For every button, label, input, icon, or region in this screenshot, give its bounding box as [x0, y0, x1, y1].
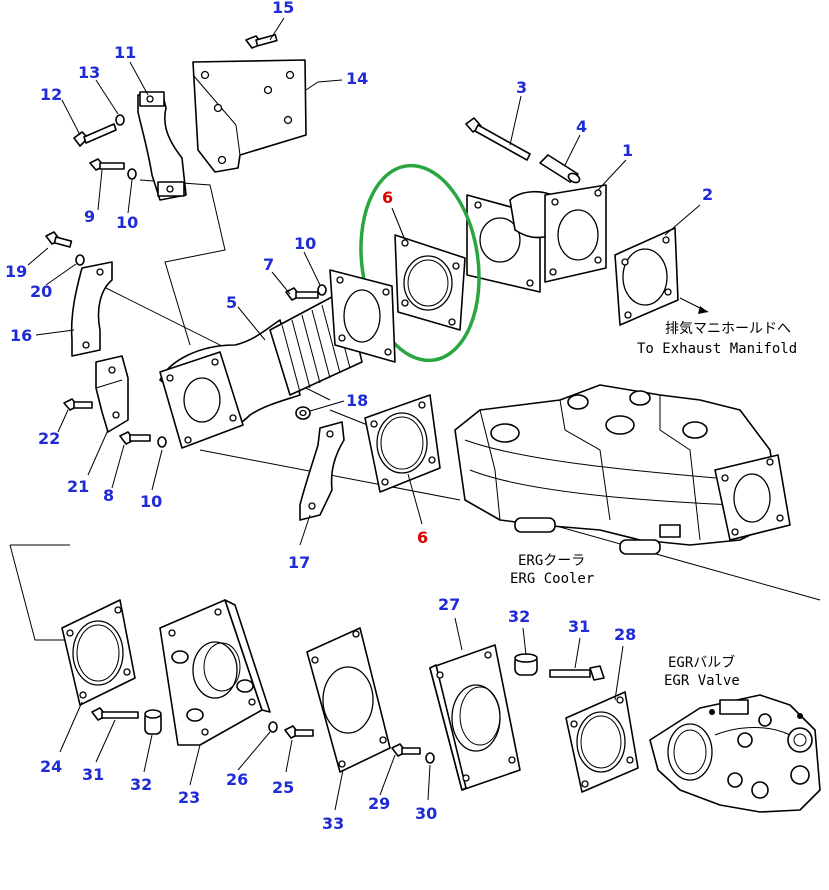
callout-25: 25 [272, 778, 294, 797]
part-7-bolt[interactable] [285, 287, 319, 301]
callout-6-upper: 6 [382, 188, 393, 207]
callout-3: 3 [516, 78, 527, 97]
callout-6-lower: 6 [417, 528, 428, 547]
callout-19: 19 [5, 262, 27, 281]
callout-23: 23 [178, 788, 200, 807]
callout-11: 11 [114, 43, 136, 62]
callout-10c: 10 [140, 492, 162, 511]
part-6-gasket-lower[interactable] [364, 394, 441, 493]
part-33-gasket[interactable] [306, 627, 391, 773]
part-23-adapter-block[interactable] [159, 599, 271, 746]
callout-2: 2 [702, 185, 713, 204]
part-2-gasket[interactable] [614, 227, 679, 326]
callout-10a: 10 [116, 213, 138, 232]
egr-cooler-caption-jp: ERGクーラ [518, 553, 585, 569]
part-5-bellows-pipe[interactable] [159, 269, 396, 449]
egr-valve [649, 694, 821, 813]
callout-32-right: 32 [508, 607, 530, 626]
part-16-clamp-lower[interactable] [70, 261, 113, 357]
egr-valve-caption-jp: EGRバルブ [668, 654, 735, 671]
part-10-washer-b[interactable] [317, 284, 327, 296]
part-18-washer[interactable] [295, 406, 311, 420]
part-31-bolt-right[interactable] [549, 665, 605, 681]
part-32-sleeve-left[interactable] [144, 709, 162, 735]
part-31-bolt-left[interactable] [91, 707, 139, 721]
callout-1: 1 [622, 141, 633, 160]
part-29-bolt[interactable] [391, 743, 421, 757]
part-14-bracket-plate[interactable] [192, 59, 307, 173]
part-32-sleeve-right[interactable] [514, 653, 538, 676]
exhaust-manifold-caption-en: To Exhaust Manifold [637, 341, 797, 357]
callout-24: 24 [40, 757, 62, 776]
callout-labels: 15 11 14 13 12 3 4 1 9 10 2 6 10 7 19 20… [5, 0, 713, 833]
part-9-bolt[interactable] [89, 158, 125, 171]
callout-27: 27 [438, 595, 460, 614]
callout-14: 14 [346, 69, 368, 88]
callout-22: 22 [38, 429, 60, 448]
callout-9: 9 [84, 207, 95, 226]
part-3-bolt[interactable] [465, 117, 531, 161]
part-20-washer[interactable] [75, 254, 85, 266]
callout-31-right: 31 [568, 617, 590, 636]
callout-4: 4 [576, 117, 587, 136]
part-12-bolt[interactable] [73, 123, 117, 147]
callout-10b: 10 [294, 234, 316, 253]
part-6-gasket-upper[interactable] [394, 234, 466, 331]
part-25-bolt[interactable] [284, 725, 314, 739]
callout-12: 12 [40, 85, 62, 104]
part-27-adapter-plate[interactable] [429, 644, 521, 791]
part-21-bracket[interactable] [95, 355, 129, 433]
callout-7: 7 [263, 255, 274, 274]
part-24-gasket[interactable] [61, 599, 136, 706]
leader-lines [27, 17, 709, 811]
part-8-bolt[interactable] [119, 431, 151, 445]
callout-32-left: 32 [130, 775, 152, 794]
part-13-washer[interactable] [115, 114, 125, 126]
callout-16: 16 [10, 326, 32, 345]
callout-30: 30 [415, 804, 437, 823]
captions: 排気マニホールドへ To Exhaust Manifold ERGクーラ ERG… [510, 321, 797, 689]
highlight-ring [359, 163, 481, 363]
callout-15: 15 [272, 0, 294, 17]
part-10-washer-c[interactable] [157, 436, 167, 448]
callout-17: 17 [288, 553, 310, 572]
part-4-sleeve[interactable] [539, 154, 581, 184]
egr-cooler [454, 384, 791, 555]
callout-18: 18 [346, 391, 368, 410]
callout-20: 20 [30, 282, 52, 301]
part-17-clamp[interactable] [299, 421, 345, 521]
part-30-washer[interactable] [425, 752, 435, 764]
callout-29: 29 [368, 794, 390, 813]
callout-26: 26 [226, 770, 248, 789]
egr-valve-caption-en: EGR Valve [664, 673, 740, 689]
callout-21: 21 [67, 477, 89, 496]
part-22-bolt[interactable] [63, 398, 93, 411]
part-19-bolt[interactable] [45, 231, 73, 248]
callout-31-left: 31 [82, 765, 104, 784]
part-28-gasket[interactable] [565, 691, 639, 793]
callout-28: 28 [614, 625, 636, 644]
part-26-washer[interactable] [268, 721, 278, 733]
exhaust-manifold-caption-jp: 排気マニホールドへ [665, 321, 791, 337]
callout-13: 13 [78, 63, 100, 82]
part-10-washer-a[interactable] [127, 168, 137, 180]
callout-5: 5 [226, 293, 237, 312]
egr-cooler-caption-en: ERG Cooler [510, 571, 594, 587]
part-1-elbow-flange[interactable] [466, 184, 607, 293]
part-11-clamp-upper[interactable] [137, 91, 187, 201]
callout-8: 8 [103, 486, 114, 505]
callout-33: 33 [322, 814, 344, 833]
